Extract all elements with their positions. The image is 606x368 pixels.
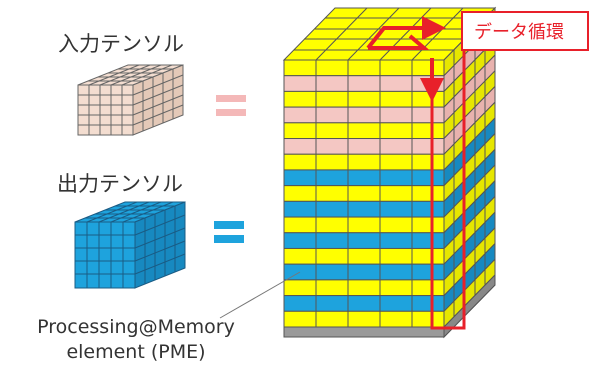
pme-row-yellow bbox=[283, 153, 445, 171]
pme-row-blue bbox=[283, 232, 445, 249]
pme-row-blue bbox=[283, 263, 445, 281]
pme-row-yellow bbox=[283, 279, 445, 297]
pme-label-line2: element (PME) bbox=[66, 341, 206, 363]
callout-box bbox=[461, 11, 589, 51]
output-equal-sign bbox=[214, 221, 244, 243]
pme-row-pink bbox=[283, 106, 445, 124]
data-circulation-label: データ循環 bbox=[474, 22, 564, 43]
front-face-rows bbox=[283, 6, 496, 329]
input-tensor-label: 入力テンソル bbox=[58, 32, 184, 56]
pme-label: Processing@Memory element (PME) bbox=[0, 315, 272, 365]
pme-row-yellow bbox=[283, 247, 445, 265]
pme-cube bbox=[282, 6, 497, 339]
pme-row-yellow bbox=[283, 185, 445, 202]
input-tensor-cube bbox=[77, 64, 184, 136]
pme-row-pink bbox=[283, 138, 445, 155]
pme-row-blue bbox=[283, 295, 445, 312]
pme-row-pink bbox=[283, 75, 445, 92]
output-tensor-label: 出力テンソル bbox=[57, 172, 183, 196]
pme-row-yellow bbox=[283, 310, 445, 328]
output-tensor-cube bbox=[74, 201, 186, 289]
pme-row-yellow bbox=[283, 122, 445, 140]
pme-row-blue bbox=[283, 200, 445, 218]
pme-row-yellow bbox=[283, 59, 445, 77]
pme-row-yellow bbox=[283, 90, 445, 108]
pme-label-line1: Processing@Memory bbox=[37, 316, 235, 338]
circulation-loop-arrow bbox=[366, 16, 466, 330]
input-equal-sign bbox=[216, 95, 246, 116]
pme-row-yellow bbox=[283, 216, 445, 234]
pme-row-blue bbox=[283, 169, 445, 187]
pme-leader-line bbox=[219, 271, 301, 319]
